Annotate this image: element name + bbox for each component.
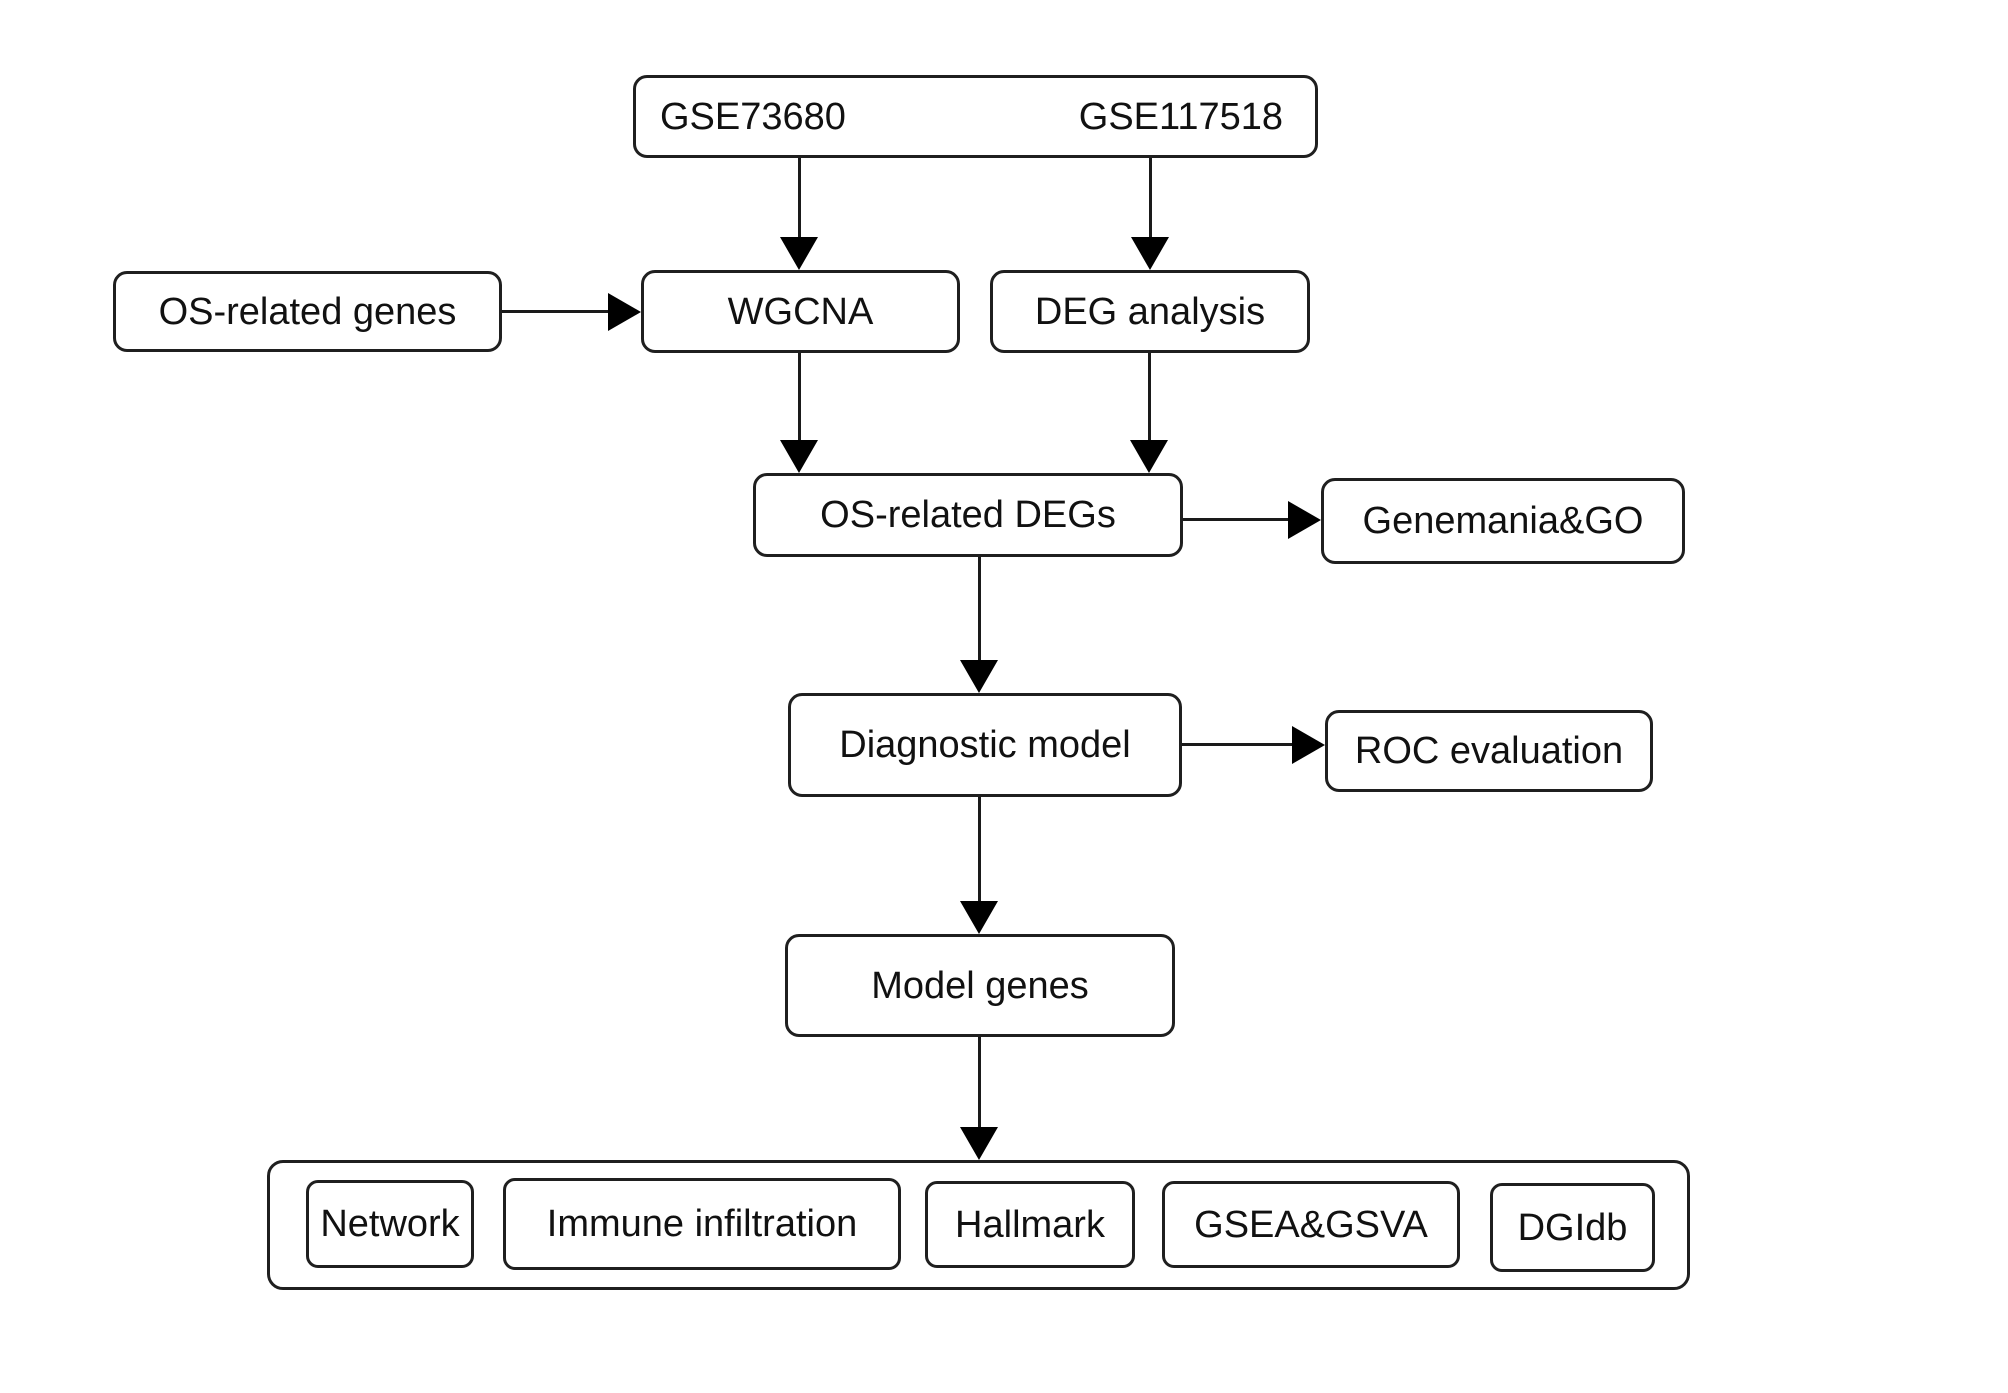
genemania-go-label: Genemania&GO: [1362, 500, 1644, 542]
os-related-genes-label: OS-related genes: [158, 290, 457, 333]
edge-degs-genemania-arrowhead-icon: [1288, 501, 1321, 539]
edge-diagnostic-modelgenes-arrowhead-icon: [960, 901, 998, 934]
node-dgidb: DGIdb: [1490, 1183, 1655, 1272]
edge-gse117518-deg-arrowhead-icon: [1131, 237, 1169, 270]
node-wgcna: WGCNA: [641, 270, 960, 353]
edge-diagnostic-roc-arrowhead-icon: [1292, 726, 1325, 764]
edge-gse117518-deg-line: [1149, 158, 1152, 238]
deg-analysis-label: DEG analysis: [1034, 290, 1266, 333]
edge-wgcna-degs-line: [798, 353, 801, 442]
edge-gse73680-wgcna-arrowhead-icon: [780, 237, 818, 270]
edge-wgcna-degs-arrowhead-icon: [780, 440, 818, 473]
dgidb-label: DGIdb: [1517, 1206, 1628, 1249]
edge-osgenes-wgcna-line: [502, 310, 610, 313]
edge-deg-degs-line: [1148, 353, 1151, 442]
edge-gse73680-wgcna-line: [798, 158, 801, 238]
node-gse-datasets: GSE73680 GSE117518: [633, 75, 1318, 158]
edge-degs-genemania-line: [1183, 518, 1290, 521]
edge-modelgenes-group-arrowhead-icon: [960, 1127, 998, 1160]
node-os-related-genes: OS-related genes: [113, 271, 502, 352]
edge-deg-degs-arrowhead-icon: [1130, 440, 1168, 473]
immune-infiltration-label: Immune infiltration: [546, 1203, 858, 1245]
edge-degs-diagnostic-line: [978, 557, 981, 662]
node-gsea-gsva: GSEA&GSVA: [1162, 1181, 1460, 1268]
node-network: Network: [306, 1180, 474, 1268]
os-related-degs-label: OS-related DEGs: [820, 494, 1116, 536]
node-os-related-degs: OS-related DEGs: [753, 473, 1183, 557]
diagnostic-model-label: Diagnostic model: [839, 724, 1131, 766]
model-genes-label: Model genes: [871, 964, 1089, 1007]
network-label: Network: [320, 1203, 460, 1245]
edge-osgenes-wgcna-arrowhead-icon: [608, 293, 641, 331]
edge-diagnostic-roc-line: [1182, 743, 1294, 746]
wgcna-label: WGCNA: [727, 290, 874, 333]
edge-modelgenes-group-line: [978, 1037, 981, 1129]
edge-diagnostic-modelgenes-line: [978, 797, 981, 903]
edge-degs-diagnostic-arrowhead-icon: [960, 660, 998, 693]
roc-evaluation-label: ROC evaluation: [1354, 730, 1624, 772]
node-diagnostic-model: Diagnostic model: [788, 693, 1182, 797]
node-deg-analysis: DEG analysis: [990, 270, 1310, 353]
gsea-gsva-label: GSEA&GSVA: [1194, 1203, 1428, 1246]
node-hallmark: Hallmark: [925, 1181, 1135, 1268]
node-model-genes: Model genes: [785, 934, 1175, 1037]
node-genemania-go: Genemania&GO: [1321, 478, 1685, 564]
gse73680-label: GSE73680: [660, 95, 846, 138]
node-roc-evaluation: ROC evaluation: [1325, 710, 1653, 792]
node-immune-infiltration: Immune infiltration: [503, 1178, 901, 1270]
hallmark-label: Hallmark: [955, 1203, 1105, 1246]
gse117518-label: GSE117518: [1078, 95, 1283, 138]
